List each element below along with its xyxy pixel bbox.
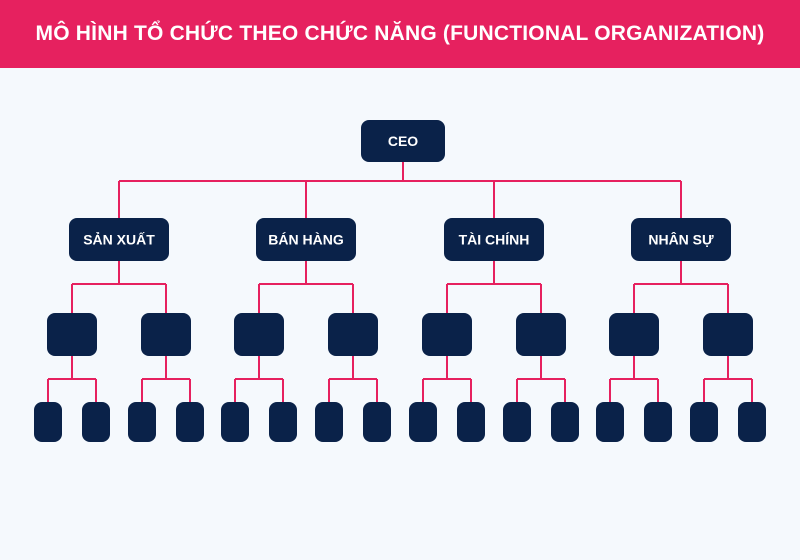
leaf-unit-node-0-1-0	[128, 402, 156, 442]
sub-unit-node-0-1	[141, 313, 191, 356]
title-banner: MÔ HÌNH TỔ CHỨC THEO CHỨC NĂNG (FUNCTION…	[0, 0, 800, 68]
page-title: MÔ HÌNH TỔ CHỨC THEO CHỨC NĂNG (FUNCTION…	[35, 22, 765, 45]
sub-unit-node-1-0	[234, 313, 284, 356]
leaf-unit-node-0-0-0	[34, 402, 62, 442]
leaf-unit-node-2-1-0	[503, 402, 531, 442]
sub-unit-node-2-0	[422, 313, 472, 356]
leaf-unit-node-1-1-1	[363, 402, 391, 442]
leaf-unit-node-1-1-0	[315, 402, 343, 442]
leaf-unit-node-2-1-1	[551, 402, 579, 442]
org-nodes: CEO SẢN XUẤT BÁN HÀNG TÀI CHÍNH NHÂN SỰ	[34, 120, 766, 442]
department-node-3	[631, 218, 731, 261]
leaf-unit-node-1-0-0	[221, 402, 249, 442]
department-node-0	[69, 218, 169, 261]
leaf-unit-node-1-0-1	[269, 402, 297, 442]
leaf-unit-node-0-1-1	[176, 402, 204, 442]
leaf-unit-node-3-1-1	[738, 402, 766, 442]
leaf-unit-node-2-0-0	[409, 402, 437, 442]
ceo-node	[361, 120, 445, 162]
department-node-1-label: BÁN HÀNG	[268, 232, 344, 248]
sub-unit-node-3-1	[703, 313, 753, 356]
department-node-1	[256, 218, 356, 261]
department-node-2	[444, 218, 544, 261]
department-node-0-label: SẢN XUẤT	[83, 232, 155, 248]
leaf-unit-node-0-0-1	[82, 402, 110, 442]
ceo-node-label: CEO	[388, 133, 418, 149]
sub-unit-node-2-1	[516, 313, 566, 356]
connector-lines	[47, 162, 753, 402]
department-node-3-label: NHÂN SỰ	[648, 231, 714, 248]
department-node-2-label: TÀI CHÍNH	[459, 232, 530, 248]
leaf-unit-node-3-1-0	[690, 402, 718, 442]
sub-unit-node-3-0	[609, 313, 659, 356]
leaf-unit-node-3-0-0	[596, 402, 624, 442]
leaf-unit-node-3-0-1	[644, 402, 672, 442]
sub-unit-node-0-0	[47, 313, 97, 356]
leaf-unit-node-2-0-1	[457, 402, 485, 442]
sub-unit-node-1-1	[328, 313, 378, 356]
